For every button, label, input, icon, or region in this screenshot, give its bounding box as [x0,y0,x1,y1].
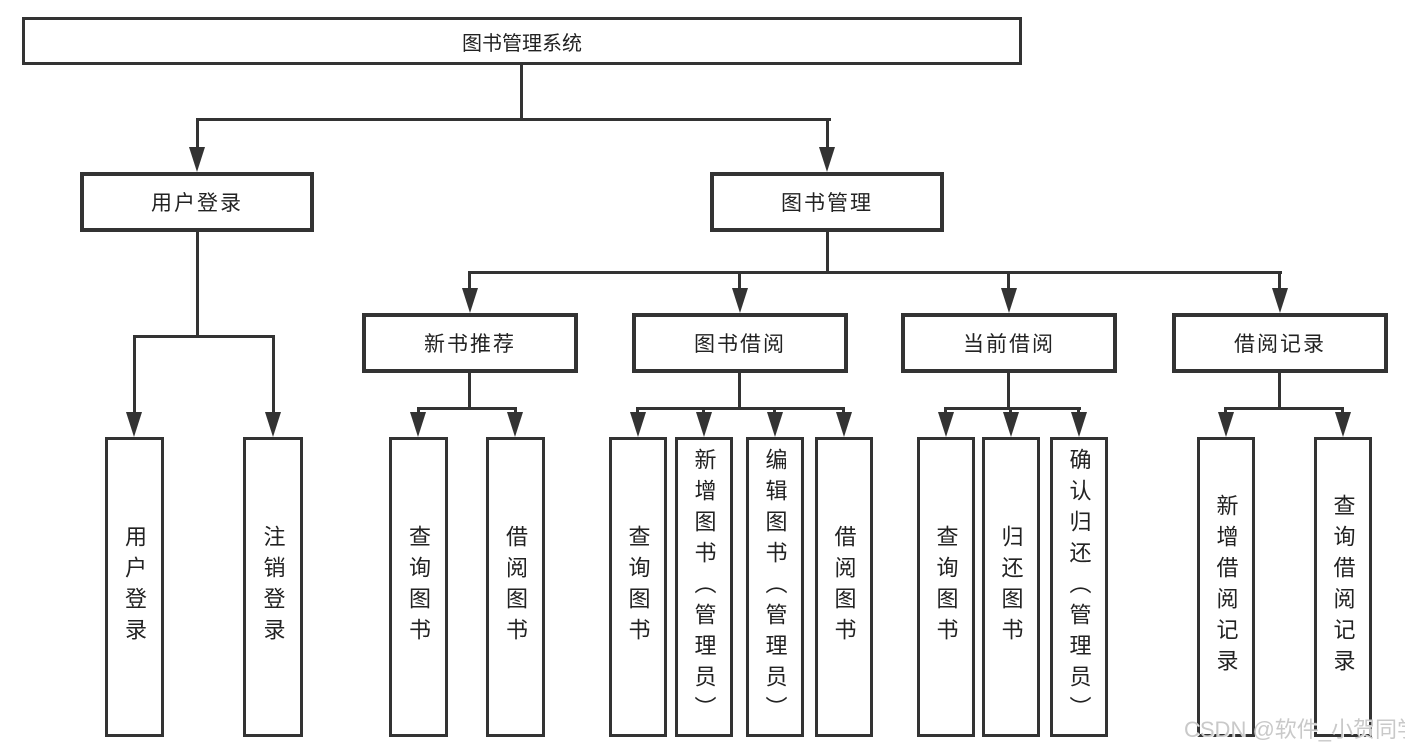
arrowhead-leaf-user-login [126,412,142,437]
leaf-edit-books-admin-label: 编辑图书（管理员） [762,447,788,727]
leaf-add-books-admin: 新增图书（管理员） [675,437,733,737]
connector-branch-g3-4 [842,407,845,414]
leaf-query-books-2: 查询图书 [609,437,667,737]
leaf-user-login: 用户登录 [105,437,164,737]
connector-branch-g5-2 [1341,407,1344,414]
leaf-query-books-2-label: 查询图书 [625,525,651,649]
connector-branch-book-borrow [738,271,741,289]
arrowhead-g4-2 [1003,412,1019,437]
arrowhead-g5-1 [1218,412,1234,437]
connector-branch-borrow-records [1278,271,1281,289]
connector-branch-current-borrow [1007,271,1010,289]
leaf-borrow-books-1-label: 借阅图书 [503,525,529,649]
connector-g3-horizontal [636,407,845,410]
leaf-confirm-return-admin: 确认归还（管理员） [1050,437,1108,737]
connector-user-login-stem [196,231,199,338]
leaf-add-books-admin-label: 新增图书（管理员） [691,447,717,727]
connector-branch-g3-2 [702,407,705,414]
arrowhead-g5-2 [1335,412,1351,437]
node-book-borrow-label: 图书借阅 [694,333,786,356]
arrowhead-g3-2 [696,412,712,437]
connector-user-login-horizontal [133,335,275,338]
arrowhead-g2-2 [507,412,523,437]
node-current-borrow: 当前借阅 [901,313,1117,373]
node-book-management-label: 图书管理 [781,192,873,215]
connector-branch-g4-1 [944,407,947,414]
node-book-borrow: 图书借阅 [632,313,848,373]
leaf-query-borrow-record: 查询借阅记录 [1314,437,1372,737]
connector-g4-horizontal [944,407,1081,410]
connector-level3-horizontal [469,271,1282,274]
arrowhead-borrow-records [1272,288,1288,313]
node-book-management: 图书管理 [710,172,944,232]
leaf-query-books-1: 查询图书 [389,437,448,737]
arrowhead-user-login [189,147,205,172]
leaf-logout: 注销登录 [243,437,303,737]
leaf-edit-books-admin: 编辑图书（管理员） [746,437,804,737]
node-borrow-records-label: 借阅记录 [1234,333,1326,356]
connector-current-borrow-stem [1007,372,1010,410]
connector-g2-horizontal [417,407,517,410]
node-current-borrow-label: 当前借阅 [963,333,1055,356]
connector-branch-book-management [826,118,829,148]
connector-new-book-recommend-stem [468,372,471,410]
connector-branch-g3-3 [773,407,776,414]
leaf-query-books-3: 查询图书 [917,437,975,737]
node-root-label: 图书管理系统 [462,32,582,55]
node-new-book-recommend: 新书推荐 [362,313,578,373]
connector-branch-user-login [196,118,199,148]
leaf-borrow-books-1: 借阅图书 [486,437,545,737]
csdn-watermark: CSDN @软件_小贺同学 [1184,717,1405,742]
arrowhead-g3-4 [836,412,852,437]
leaf-add-borrow-record: 新增借阅记录 [1197,437,1255,737]
connector-branch-g2-1 [417,407,420,414]
leaf-borrow-books-2-label: 借阅图书 [831,525,857,649]
leaf-borrow-books-2: 借阅图书 [815,437,873,737]
node-borrow-records: 借阅记录 [1172,313,1388,373]
leaf-query-borrow-record-label: 查询借阅记录 [1330,494,1356,680]
connector-branch-leaf-user-login [133,335,136,413]
leaf-user-login-label: 用户登录 [122,525,148,649]
connector-root-horizontal [196,118,831,121]
arrowhead-current-borrow [1001,288,1017,313]
connector-branch-g5-1 [1224,407,1227,414]
connector-branch-g2-2 [514,407,517,414]
connector-branch-leaf-logout [272,335,275,413]
connector-root-stem [520,64,523,121]
leaf-logout-label: 注销登录 [260,525,286,649]
arrowhead-g3-3 [767,412,783,437]
arrowhead-book-management [819,147,835,172]
connector-book-management-stem [826,231,829,274]
arrowhead-g2-1 [410,412,426,437]
connector-borrow-records-stem [1278,372,1281,410]
connector-book-borrow-stem [738,372,741,410]
node-user-login: 用户登录 [80,172,314,232]
arrowhead-new-book-recommend [462,288,478,313]
leaf-query-books-1-label: 查询图书 [406,525,432,649]
leaf-add-borrow-record-label: 新增借阅记录 [1213,494,1239,680]
arrowhead-g4-3 [1071,412,1087,437]
arrowhead-book-borrow [732,288,748,313]
connector-branch-g4-3 [1077,407,1080,414]
arrowhead-g3-1 [630,412,646,437]
connector-branch-g3-1 [636,407,639,414]
connector-g5-horizontal [1224,407,1344,410]
node-new-book-recommend-label: 新书推荐 [424,333,516,356]
connector-branch-new-book-recommend [468,271,471,289]
node-root: 图书管理系统 [22,17,1022,65]
connector-branch-g4-2 [1009,407,1012,414]
arrowhead-g4-1 [938,412,954,437]
leaf-return-books-label: 归还图书 [998,525,1024,649]
leaf-query-books-3-label: 查询图书 [933,525,959,649]
leaf-confirm-return-admin-label: 确认归还（管理员） [1066,447,1092,727]
leaf-return-books: 归还图书 [982,437,1040,737]
node-user-login-label: 用户登录 [151,192,243,215]
arrowhead-leaf-logout [265,412,281,437]
